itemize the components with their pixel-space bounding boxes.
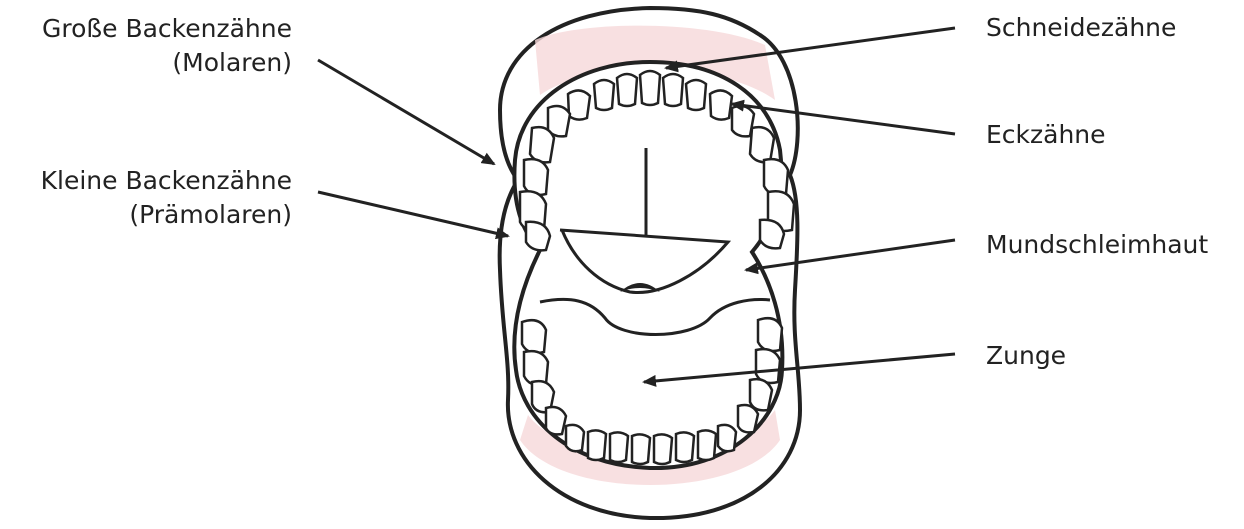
label-mucosa: Mundschleimhaut [986,228,1208,262]
label-premolars-line1: Kleine Backenzähne [41,164,292,198]
label-molars: Große Backenzähne (Molaren) [42,12,292,80]
label-premolars-line2: (Prämolaren) [41,198,292,232]
label-tongue: Zunge [986,339,1066,373]
label-canines: Eckzähne [986,118,1106,152]
arrow-premolars [318,192,508,236]
label-incisors: Schneidezähne [986,11,1176,45]
label-premolars: Kleine Backenzähne (Prämolaren) [41,164,292,232]
label-molars-line2: (Molaren) [42,46,292,80]
arrow-molars [318,60,494,164]
label-molars-line1: Große Backenzähne [42,12,292,46]
